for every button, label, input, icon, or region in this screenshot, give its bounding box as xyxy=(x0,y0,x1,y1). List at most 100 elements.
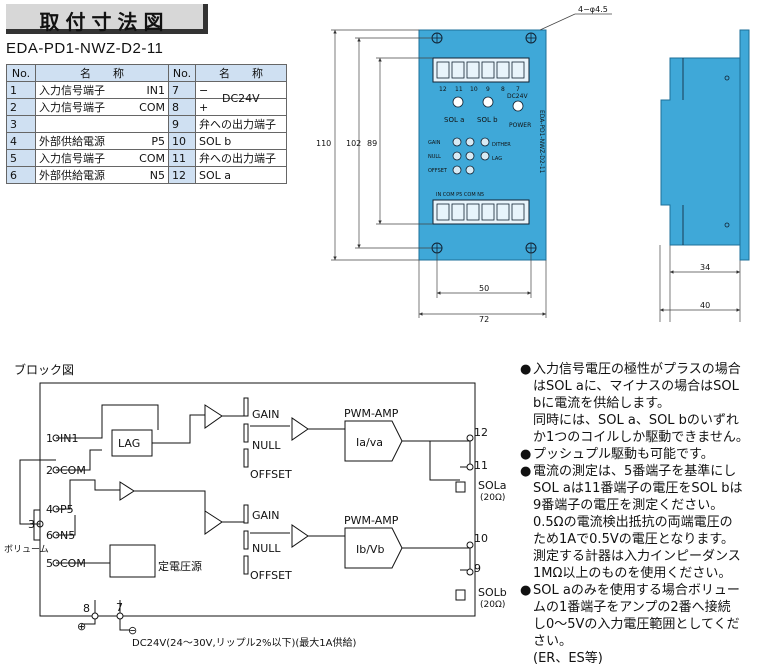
bullet: ● xyxy=(520,583,532,598)
note-line: 電流の測定は、5番端子を基準にし xyxy=(533,464,737,479)
offset-a-label: OFFSET xyxy=(250,468,292,481)
terminal-no: 8 xyxy=(168,98,196,116)
note-line: さい。 xyxy=(533,634,573,649)
terminal-name: 外部供給電源 xyxy=(35,166,128,184)
term-4: 4 xyxy=(46,503,53,516)
gain-knob xyxy=(452,137,462,147)
term-4-label: P5 xyxy=(60,503,74,516)
regulator-label: 定電圧源 xyxy=(158,559,202,573)
table-row: 3 9 弁への出力端子 xyxy=(6,115,287,133)
hole-spec: 4−φ4.5 xyxy=(578,5,608,14)
terminal-no: 5 xyxy=(6,149,36,167)
note-line: 同時には、SOL a、SOL bのいずれ xyxy=(533,413,739,428)
terminal-table: No. 名 称 No. 名 称 1 入力信号端子 IN1 7 − 2 入力信号端… xyxy=(6,64,287,184)
terminal-no: 4 xyxy=(6,132,36,150)
opamp-icon xyxy=(291,524,309,548)
terminal-name-text: − xyxy=(199,83,209,97)
term-2: 2 xyxy=(46,464,53,477)
block-frame xyxy=(39,382,476,617)
terminal-no: 6 xyxy=(6,166,36,184)
sola-ohm: (20Ω) xyxy=(480,493,505,503)
note-line: 測定する計器は入力インピーダンス xyxy=(533,549,741,564)
notes: ●入力信号電圧の極性がプラスの場合 はSOL aに、マイナスの場合はSOL bに… xyxy=(520,361,760,667)
term-label: 11 xyxy=(455,86,463,93)
lag-panel-label: LAG xyxy=(492,156,502,162)
dither-knob xyxy=(480,137,490,147)
side-plate xyxy=(739,29,750,261)
lag-knob xyxy=(480,151,490,161)
pwm-a-block xyxy=(344,420,403,462)
gain-knob xyxy=(465,137,475,147)
null-knob xyxy=(465,151,475,161)
top-terminal-block xyxy=(432,57,530,83)
note-line: プッシュプル駆動も可能です。 xyxy=(533,447,714,462)
note-line: SOL aのみを使用する場合ボリュー xyxy=(533,583,740,598)
terminal-name: SOL a xyxy=(195,166,287,184)
bullet: ● xyxy=(520,447,532,462)
note-line: か1つのコイルしか駆動できません。 xyxy=(533,430,749,445)
pwm-a-label: PWM-AMP xyxy=(344,407,399,420)
terminal-no: 1 xyxy=(6,81,36,99)
col-name2-header: 名 称 xyxy=(195,64,287,82)
term-label: 9 xyxy=(486,86,490,93)
front-view: 12 11 10 9 8 7 SOL a SOL b DC24V POWER G… xyxy=(418,29,547,261)
opamp-icon xyxy=(204,404,223,429)
terminal-signal: COM xyxy=(127,98,170,116)
note-line: ムの1番端子をアンプの2番へ接続 xyxy=(533,600,731,615)
opamp-icon xyxy=(291,417,309,441)
terminal-signal: N5 xyxy=(127,166,170,184)
term-10: 10 xyxy=(474,532,488,545)
led-icon xyxy=(512,100,524,112)
terminal-name: 弁への出力端子 xyxy=(195,115,287,133)
solb-label: SOLb xyxy=(478,586,507,599)
sol-b-label: SOL b xyxy=(477,116,498,124)
terminal-no: 10 xyxy=(168,132,196,150)
offset-knob xyxy=(465,165,475,175)
power-label: POWER xyxy=(509,122,531,129)
term-5: 5 xyxy=(46,557,53,570)
table-header-row: No. 名 称 No. 名 称 xyxy=(6,64,287,82)
note-line: 0.5Ωの電流検出抵抗の両端電圧の xyxy=(533,515,733,530)
sense-resistor-a xyxy=(455,481,466,493)
term-2-label: COM xyxy=(60,464,86,477)
bullet: ● xyxy=(520,464,532,479)
note-item: ●電流の測定は、5番端子を基準にし SOL aは11番端子の電圧をSOL bは … xyxy=(520,463,760,582)
note-item: ●入力信号電圧の極性がプラスの場合 はSOL aに、マイナスの場合はSOL bに… xyxy=(520,361,760,446)
side-model-text: EDA-PD1-NWZ-D2-11 xyxy=(538,110,545,174)
minus-symbol: ⊖ xyxy=(128,624,137,637)
note-line: bに電流を供給します。 xyxy=(533,396,670,411)
dim-72: 72 xyxy=(479,315,489,324)
led-icon xyxy=(452,96,464,108)
note-line: し0〜5Vの入力電圧範囲としてくだ xyxy=(533,617,740,632)
term-6: 6 xyxy=(46,529,53,542)
terminal-name: 入力信号端子 xyxy=(35,149,128,167)
table-row: 6 外部供給電源 N5 12 SOL a xyxy=(6,166,287,184)
term-6-label: N5 xyxy=(60,529,75,542)
term-11: 11 xyxy=(474,459,488,472)
dim-110: 110 xyxy=(316,139,331,148)
terminal-no: 12 xyxy=(168,166,196,184)
bottom-terminal-labels: IN COM P5 COM N5 xyxy=(436,192,484,198)
dim-89: 89 xyxy=(367,139,377,148)
term-7: 7 xyxy=(116,601,123,614)
term-label: 8 xyxy=(501,86,505,93)
screw-icon xyxy=(724,75,730,81)
volume-pot xyxy=(33,509,41,541)
dim-50: 50 xyxy=(479,284,489,293)
volume-label: ボリューム xyxy=(4,544,49,555)
offset-b-label: OFFSET xyxy=(250,569,292,582)
null-b-label: NULL xyxy=(252,542,281,555)
note-item: ●プッシュプル駆動も可能です。 xyxy=(520,446,760,463)
ib-label: Ib/Vb xyxy=(356,543,384,556)
term-1-label: IN1 xyxy=(60,432,78,445)
note-line: (ER、ES等) xyxy=(533,651,603,666)
null-panel-label: NULL xyxy=(428,154,441,160)
screw-icon xyxy=(724,222,730,228)
note-line: はSOL aに、マイナスの場合はSOL xyxy=(533,379,739,394)
sense-resistor-b xyxy=(455,589,466,601)
gain-b-label: GAIN xyxy=(252,509,280,522)
term-label: 10 xyxy=(470,86,478,93)
sola-label: SOLa xyxy=(478,479,507,492)
dim-102: 102 xyxy=(346,139,361,148)
